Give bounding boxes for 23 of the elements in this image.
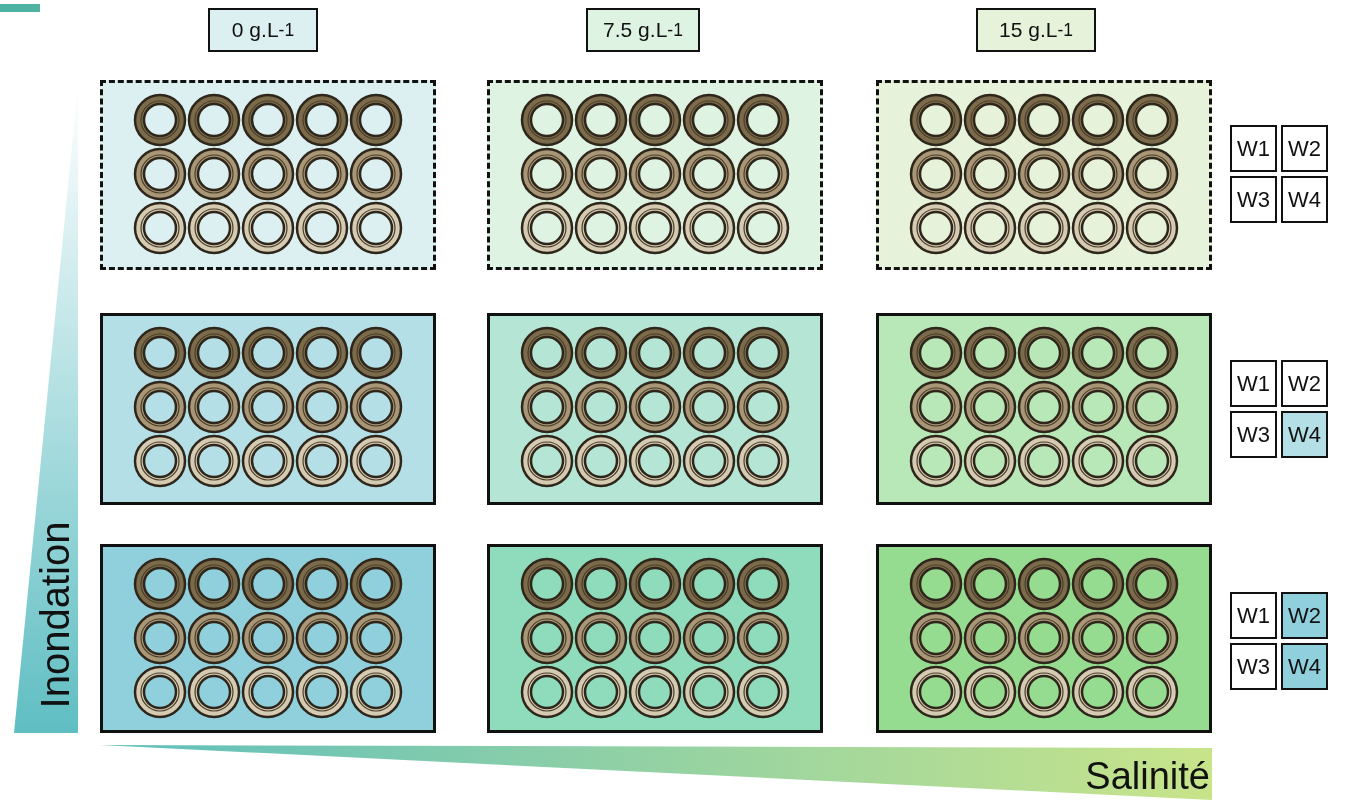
tray-box [487,80,823,270]
tray-box [100,80,436,270]
condition-box: W3 [1230,411,1277,458]
axis-title: Inondation [32,520,78,711]
condition-box: W4 [1281,176,1328,223]
condition-box: W1 [1230,125,1277,172]
condition-box: W3 [1230,176,1277,223]
condition-box: W3 [1230,643,1277,690]
axis-title: Salinité [1084,754,1210,799]
condition-box: W4 [1281,411,1328,458]
tray-box [487,313,823,505]
tray-box [876,313,1212,505]
condition-box: W2 [1281,592,1328,639]
tray-box [487,544,823,733]
condition-box: W4 [1281,643,1328,690]
tray-box [100,544,436,733]
condition-box: W2 [1281,125,1328,172]
tray-box [100,313,436,505]
condition-box: W1 [1230,360,1277,407]
condition-box: W1 [1230,592,1277,639]
tray-box [876,544,1212,733]
condition-box: W2 [1281,360,1328,407]
tray-box [876,80,1212,270]
